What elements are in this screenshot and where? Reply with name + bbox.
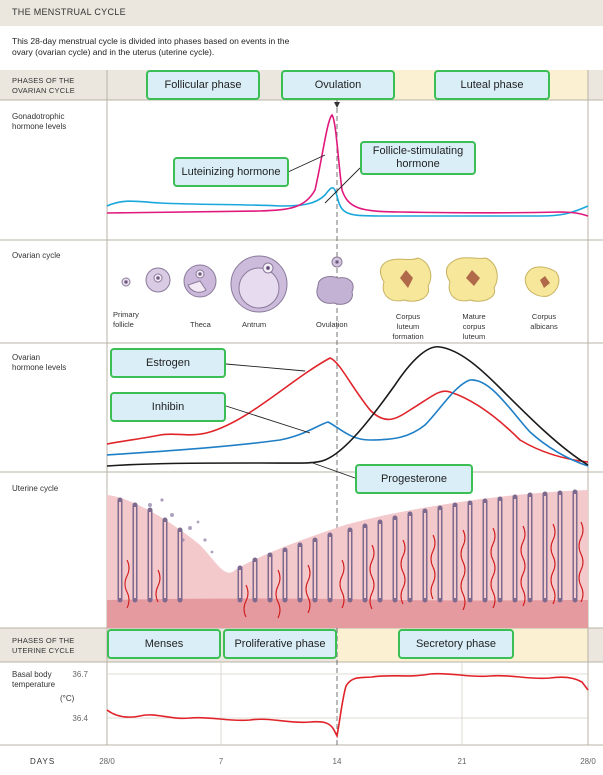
bbt-curve — [106, 672, 589, 739]
follicle-label-corpus-formation: Corpus luteum formation — [392, 312, 424, 341]
follicular-phase-box: Follicular phase — [146, 70, 260, 100]
row-label-phases-ovarian: PHASES OF THE OVARIAN CYCLE — [12, 76, 75, 95]
estrogen-label-box: Estrogen — [110, 348, 226, 378]
page-title: THE MENSTRUAL CYCLE — [12, 7, 126, 17]
row-label-ovarian-cycle: Ovarian cycle — [12, 251, 61, 260]
luteal-phase-box: Luteal phase — [434, 70, 550, 100]
row-label-uterine-cycle: Uterine cycle — [12, 484, 59, 493]
row-label-ovarian-hormone: Ovarian hormone levels — [12, 353, 67, 372]
day-tick-14: 14 — [333, 757, 342, 766]
follicle-label-primary: Primary follicle — [113, 310, 139, 329]
description: This 28-day menstrual cycle is divided i… — [12, 36, 290, 57]
follicle-label-antrum: Antrum — [242, 320, 267, 329]
header-bar: THE MENSTRUAL CYCLE — [0, 0, 603, 26]
row-label-gonadotrophic: Gonadotrophic hormone levels — [12, 112, 67, 131]
ovulation-phase-box: Ovulation — [281, 70, 395, 100]
follicle-stages-illustration — [121, 255, 560, 313]
day-tick-0: 28/0 — [99, 757, 115, 766]
day-tick-7: 7 — [219, 757, 224, 766]
fsh-curve — [106, 186, 589, 217]
uterine-lining-illustration — [107, 489, 588, 628]
inhibin-pointer — [225, 405, 311, 434]
inhibin-curve — [106, 379, 589, 467]
estrogen-pointer — [225, 363, 306, 372]
fsh-label-box: Follicle-stimulating hormone — [360, 141, 476, 175]
follicle-label-ovulation: Ovulation — [316, 320, 348, 329]
days-label: DAYS — [30, 757, 55, 766]
day-tick-21: 21 — [458, 757, 467, 766]
progesterone-curve — [106, 345, 589, 467]
proliferative-phase-box: Proliferative phase — [223, 629, 337, 659]
progesterone-label-box: Progesterone — [355, 464, 473, 494]
fsh-pointer — [324, 167, 361, 204]
lh-pointer — [287, 154, 326, 173]
inhibin-label-box: Inhibin — [110, 392, 226, 422]
ovulation-arrow-icon — [334, 102, 340, 108]
bbt-unit-label: (°C) — [60, 694, 75, 703]
row-label-phases-uterine: PHASES OF THE UTERINE CYCLE — [12, 636, 75, 655]
estrogen-curve — [106, 357, 589, 463]
follicle-label-albicans: Corpus albicans — [530, 312, 558, 331]
bbt-tick-high: 36.7 — [72, 670, 88, 679]
secretory-phase-box: Secretory phase — [398, 629, 514, 659]
day-tick-28: 28/0 — [580, 757, 596, 766]
lh-label-box: Luteinizing hormone — [173, 157, 289, 187]
progesterone-pointer — [309, 461, 356, 479]
follicle-label-theca: Theca — [190, 320, 211, 329]
follicle-label-mature-corpus: Mature corpus luteum — [462, 312, 486, 341]
row-label-bbt: Basal body temperature — [12, 670, 56, 689]
menses-phase-box: Menses — [107, 629, 221, 659]
bbt-tick-low: 36.4 — [72, 714, 88, 723]
lh-curve — [106, 113, 589, 217]
